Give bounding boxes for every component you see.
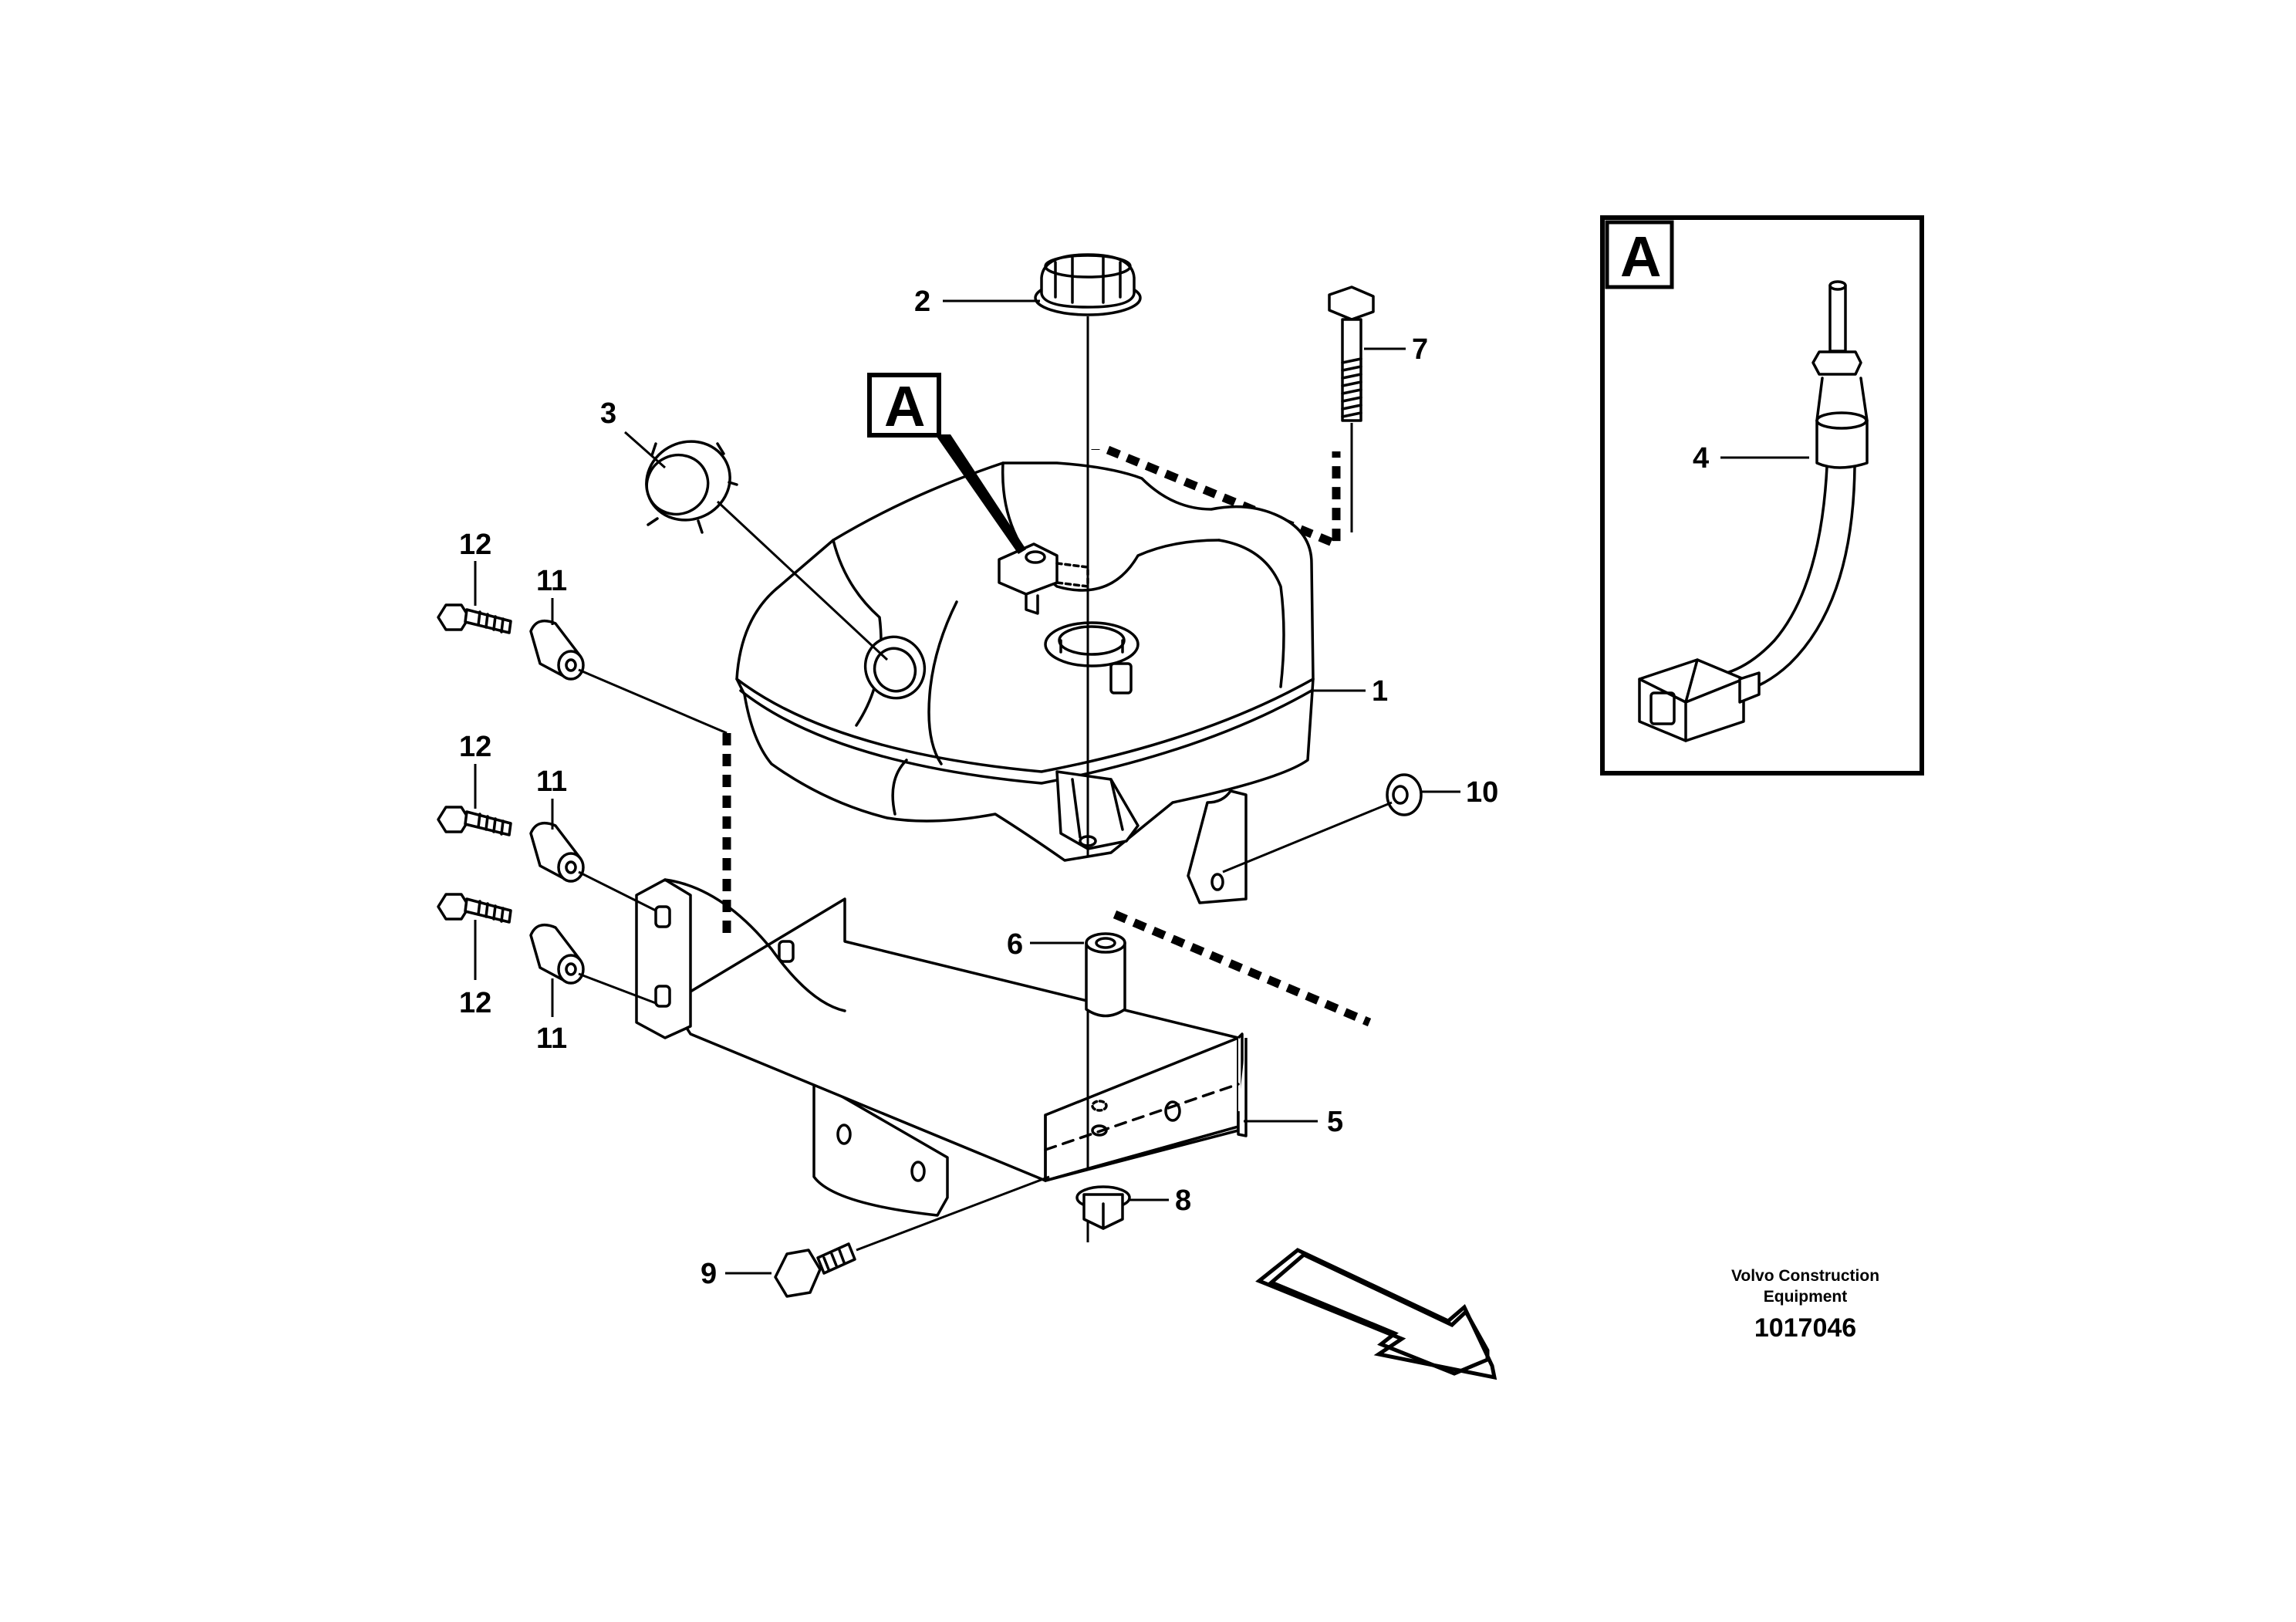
document-number: 1017046 xyxy=(1754,1313,1857,1343)
bolt-part-12-bottom xyxy=(437,893,512,924)
callout-9: 9 xyxy=(701,1258,717,1290)
manufacturer-line-2: Equipment xyxy=(1763,1288,1848,1306)
manufacturer-line-1: Volvo Construction xyxy=(1730,1267,1880,1285)
detail-a-inset xyxy=(1600,215,1924,776)
nut-part-8 xyxy=(1075,1185,1131,1230)
bolt-part-12-top xyxy=(437,603,512,634)
callout-6: 6 xyxy=(1007,928,1023,961)
callout-12-bottom: 12 xyxy=(459,987,491,1019)
callout-labels: 1 2 3 4 5 6 7 8 9 10 11 11 11 12 12 12 A… xyxy=(459,225,1709,1290)
detail-a-label-inset: A xyxy=(1620,225,1661,289)
tank-part-1 xyxy=(735,461,1315,904)
bolt-part-12-middle xyxy=(437,806,512,836)
callout-12-top: 12 xyxy=(459,529,491,561)
washer-part-10 xyxy=(1222,773,1423,874)
bushing-part-11-top xyxy=(529,619,728,735)
callout-1: 1 xyxy=(1372,675,1388,708)
detail-a-label-main: A xyxy=(884,374,925,438)
callout-3: 3 xyxy=(600,397,616,430)
cap-part-3 xyxy=(645,440,889,661)
callout-7: 7 xyxy=(1412,333,1428,366)
bushing-part-11-middle xyxy=(529,821,657,912)
callout-10: 10 xyxy=(1466,776,1498,809)
bushing-part-11-bottom xyxy=(529,923,657,1005)
spacer-part-6 xyxy=(1085,932,1126,1018)
cap-part-2 xyxy=(1034,253,1142,316)
callout-12-middle: 12 xyxy=(459,731,491,763)
footer-block: Volvo Construction Equipment 1017046 xyxy=(1682,1265,1929,1343)
callout-4: 4 xyxy=(1693,442,1709,475)
bolt-part-7 xyxy=(1328,286,1375,532)
leader-lines xyxy=(474,299,1809,1275)
callout-8: 8 xyxy=(1175,1184,1191,1217)
callout-11-top: 11 xyxy=(536,565,567,597)
direction-arrow-icon xyxy=(1255,1248,1497,1380)
centre-assembly-line xyxy=(1079,316,1108,1242)
callout-5: 5 xyxy=(1327,1106,1343,1138)
callout-11-bottom: 11 xyxy=(536,1022,567,1055)
assembly-dash-lines xyxy=(722,445,1372,1027)
bolt-part-9 xyxy=(774,1175,1050,1298)
detail-a-pointer xyxy=(867,373,1026,554)
callout-11-middle: 11 xyxy=(536,765,567,798)
callout-2: 2 xyxy=(914,286,930,318)
